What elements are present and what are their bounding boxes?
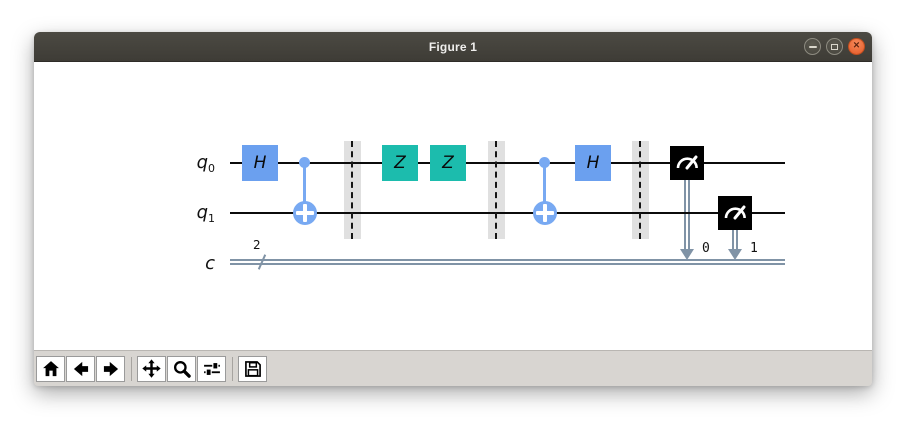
toolbar-separator <box>232 356 233 381</box>
close-icon: × <box>853 39 860 52</box>
wire-c-bottom <box>230 263 785 265</box>
figure-canvas[interactable]: q0 q1 c 2 <box>34 62 872 350</box>
wire-q1 <box>230 212 785 214</box>
save-floppy-icon <box>244 360 261 377</box>
barrier-3-line <box>639 141 641 239</box>
measure1-clbit-label: 1 <box>750 241 758 256</box>
measure0-clbit-label: 0 <box>702 241 710 256</box>
minimize-icon <box>808 45 817 48</box>
measure-arrow-0 <box>684 180 690 250</box>
cnot2-line <box>543 163 546 213</box>
measure-arrow-1 <box>732 230 738 250</box>
back-button[interactable] <box>66 355 95 382</box>
cnot1-control <box>299 157 310 168</box>
minimize-button[interactable] <box>804 38 821 55</box>
maximize-icon <box>831 43 838 50</box>
pan-button[interactable] <box>137 355 166 382</box>
toolbar-separator <box>131 356 132 381</box>
home-button[interactable] <box>36 355 65 382</box>
home-icon <box>42 360 59 376</box>
classical-slash <box>257 254 267 270</box>
pan-move-icon <box>142 359 161 378</box>
window-controls: × <box>804 32 865 61</box>
meter-icon <box>724 205 746 220</box>
barrier-1-line <box>351 141 353 239</box>
gate-z1: Z <box>382 145 418 181</box>
configure-subplots-button[interactable] <box>197 355 226 382</box>
classical-bit-count: 2 <box>253 238 261 252</box>
measure-gate-q0 <box>670 146 704 180</box>
clbit-label-c: c <box>205 253 215 274</box>
measure-gate-q1 <box>718 196 752 230</box>
navigation-toolbar <box>34 350 872 386</box>
sliders-icon <box>203 361 220 376</box>
gate-z2: Z <box>430 145 466 181</box>
measure-arrowhead-0 <box>680 249 694 260</box>
figure-window: Figure 1 × q0 q1 c <box>34 32 872 386</box>
close-button[interactable]: × <box>848 38 865 55</box>
forward-button[interactable] <box>96 355 125 382</box>
barrier-2-line <box>495 141 497 239</box>
gate-h1: H <box>242 145 278 181</box>
title-bar[interactable]: Figure 1 × <box>34 32 872 62</box>
qubit-label-q0: q0 <box>196 152 215 175</box>
back-arrow-icon <box>73 361 88 376</box>
window-title: Figure 1 <box>428 39 478 54</box>
forward-arrow-icon <box>103 361 118 376</box>
wire-q0 <box>230 162 785 164</box>
maximize-button[interactable] <box>826 38 843 55</box>
magnifier-icon <box>173 360 191 378</box>
save-button[interactable] <box>238 355 267 382</box>
cnot1-line <box>303 163 306 213</box>
zoom-button[interactable] <box>167 355 196 382</box>
qubit-label-q1: q1 <box>196 202 215 225</box>
measure-arrowhead-1 <box>728 249 742 260</box>
cnot2-target-icon <box>533 201 557 225</box>
meter-icon <box>676 155 698 170</box>
wire-c-top <box>230 259 785 261</box>
cnot2-control <box>539 157 550 168</box>
cnot1-target-icon <box>293 201 317 225</box>
gate-h2: H <box>575 145 611 181</box>
